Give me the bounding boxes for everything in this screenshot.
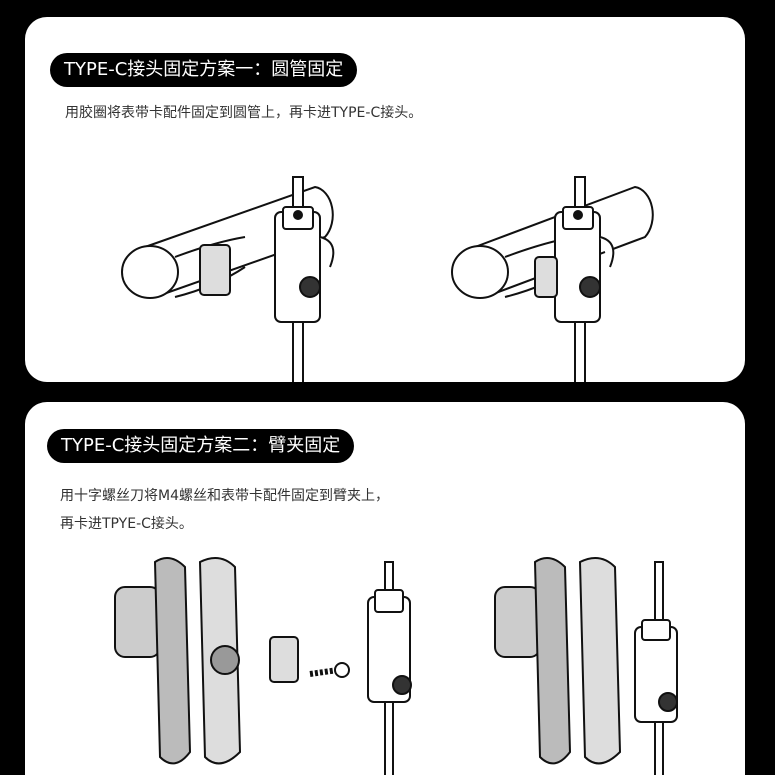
section-description-line1: 用十字螺丝刀将M4螺丝和表带卡配件固定到臂夹上， [60,488,389,504]
tube-mount-card: TYPE-C接头固定方案一：圆管固定 用胶圈将表带卡配件固定到圆管上，再卡进TY… [25,17,745,382]
section-title: TYPE-C接头固定方案二：臂夹固定 [47,429,355,463]
section-description: 用胶圈将表带卡配件固定到圆管上，再卡进TYPE-C接头。 [65,105,423,121]
arm-clamp-card: TYPE-C接头固定方案二：臂夹固定 用十字螺丝刀将M4螺丝和表带卡配件固定到臂… [25,402,745,775]
section-title: TYPE-C接头固定方案一：圆管固定 [50,53,358,87]
arm-clamp-assembled-illustration [494,557,678,775]
tube-mount-assembled-illustration [451,176,654,382]
tube-mount-disassembled-illustration [121,176,335,382]
arm-clamp-disassembled-illustration [114,557,412,775]
section-description-line2: 再卡进TPYE-C接头。 [60,516,193,532]
